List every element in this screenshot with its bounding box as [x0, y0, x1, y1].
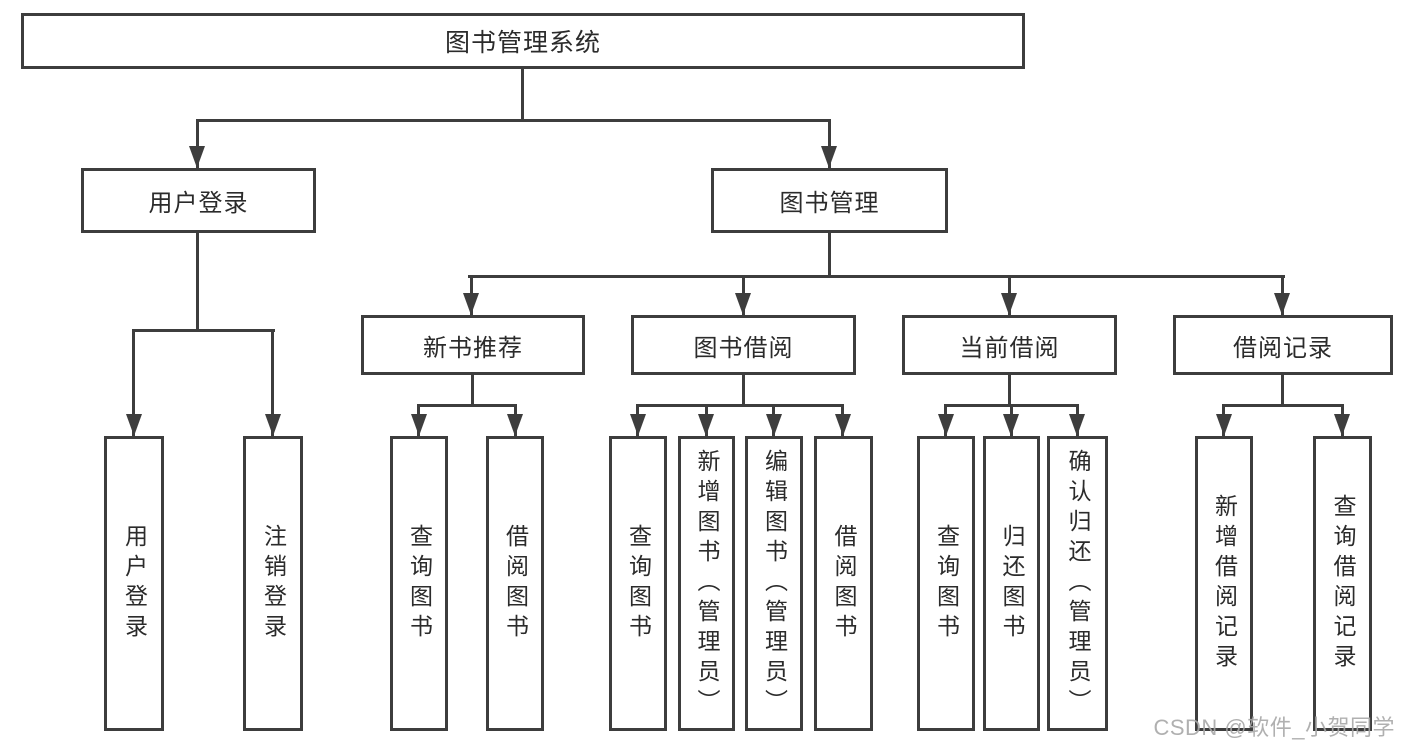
connector-records-stem	[1281, 375, 1284, 407]
node-book-borrow: 图书借阅	[631, 315, 856, 375]
node-root: 图书管理系统	[21, 13, 1025, 69]
leaf-confirm-return-admin: 确认归还（管理员）	[1047, 436, 1108, 731]
connector-new-book-split	[417, 404, 517, 407]
arrowhead-nb-borrow	[507, 414, 523, 436]
node-book-management: 图书管理	[711, 168, 948, 233]
node-borrow-records-label: 借阅记录	[1233, 334, 1333, 362]
arrowhead-nb-query	[411, 414, 427, 436]
leaf-newbook-query-books: 查询图书	[390, 436, 448, 731]
arrowhead-cu-return	[1003, 414, 1019, 436]
connector-records-split	[1222, 404, 1344, 407]
arrowhead-bw-add	[698, 414, 714, 436]
node-new-book-recommend-label: 新书推荐	[423, 334, 523, 362]
leaf-borrow-books: 借阅图书	[814, 436, 873, 731]
connector-root-to-book-mgmt	[828, 119, 831, 168]
arrowhead-leaf-user-login	[126, 414, 142, 436]
arrowhead-cu-query	[938, 414, 954, 436]
node-new-book-recommend: 新书推荐	[361, 315, 585, 375]
node-borrow-records: 借阅记录	[1173, 315, 1393, 375]
leaf-add-books-admin: 新增图书（管理员）	[678, 436, 735, 731]
connector-user-login-stem	[196, 233, 199, 332]
leaf-logout-label: 注销登录	[260, 523, 287, 644]
watermark: CSDN @软件_小贺同学	[1153, 715, 1395, 740]
arrowhead-current-borrow	[1001, 293, 1017, 315]
leaf-current-query-books: 查询图书	[917, 436, 975, 731]
connector-root-to-user-login	[196, 119, 199, 168]
node-root-label: 图书管理系统	[444, 29, 601, 57]
leaf-add-borrow-record: 新增借阅记录	[1195, 436, 1253, 731]
arrowhead-bw-borrow	[835, 414, 851, 436]
arrowhead-re-add	[1216, 414, 1232, 436]
connector-book-mgmt-split	[468, 275, 1285, 278]
leaf-return-books: 归还图书	[983, 436, 1040, 731]
arrowhead-book-mgmt	[821, 146, 837, 168]
connector-current-stem	[1008, 375, 1011, 407]
leaf-return-books-label: 归还图书	[999, 523, 1025, 644]
leaf-query-borrow-record: 查询借阅记录	[1313, 436, 1372, 731]
connector-book-borrow-stem	[742, 375, 745, 407]
node-book-management-label: 图书管理	[779, 190, 880, 217]
leaf-user-login-label: 用户登录	[121, 523, 148, 644]
arrowhead-cu-confirm	[1069, 414, 1085, 436]
leaf-borrow-query-books-label: 查询图书	[625, 523, 652, 644]
connector-root-split	[196, 119, 831, 122]
leaf-edit-books-admin-label: 编辑图书（管理员）	[761, 448, 788, 719]
connector-new-book-stem	[471, 375, 474, 407]
arrowhead-bw-query	[630, 414, 646, 436]
leaf-newbook-borrow-books: 借阅图书	[486, 436, 544, 731]
node-current-borrow: 当前借阅	[902, 315, 1117, 375]
connector-to-leaf-logout	[271, 329, 274, 436]
leaf-current-query-books-label: 查询图书	[933, 523, 960, 644]
arrowhead-borrow-records	[1274, 293, 1290, 315]
connector-book-borrow-split	[636, 404, 844, 407]
node-current-borrow-label: 当前借阅	[959, 334, 1060, 362]
leaf-query-borrow-record-label: 查询借阅记录	[1330, 493, 1356, 674]
connector-to-leaf-user-login	[132, 329, 135, 436]
connector-user-login-split	[132, 329, 275, 332]
leaf-newbook-query-books-label: 查询图书	[406, 523, 433, 644]
leaf-newbook-borrow-books-label: 借阅图书	[502, 523, 529, 644]
arrowhead-user-login	[189, 146, 205, 168]
arrowhead-book-borrow	[735, 293, 751, 315]
arrowhead-bw-edit	[766, 414, 782, 436]
arrowhead-leaf-logout	[265, 414, 281, 436]
leaf-confirm-return-admin-label: 确认归还（管理员）	[1065, 448, 1091, 719]
node-book-borrow-label: 图书借阅	[693, 334, 794, 362]
node-user-login: 用户登录	[81, 168, 316, 233]
leaf-borrow-books-label: 借阅图书	[831, 523, 857, 644]
arrowhead-new-book	[463, 293, 479, 315]
arrowhead-re-query	[1334, 414, 1350, 436]
leaf-edit-books-admin: 编辑图书（管理员）	[745, 436, 803, 731]
connector-root-stem	[521, 68, 524, 121]
leaf-logout: 注销登录	[243, 436, 303, 731]
leaf-borrow-query-books: 查询图书	[609, 436, 667, 731]
node-user-login-label: 用户登录	[148, 190, 249, 217]
connector-book-mgmt-stem	[828, 233, 831, 278]
leaf-add-books-admin-label: 新增图书（管理员）	[694, 448, 720, 719]
leaf-add-borrow-record-label: 新增借阅记录	[1211, 493, 1238, 674]
leaf-user-login: 用户登录	[104, 436, 164, 731]
